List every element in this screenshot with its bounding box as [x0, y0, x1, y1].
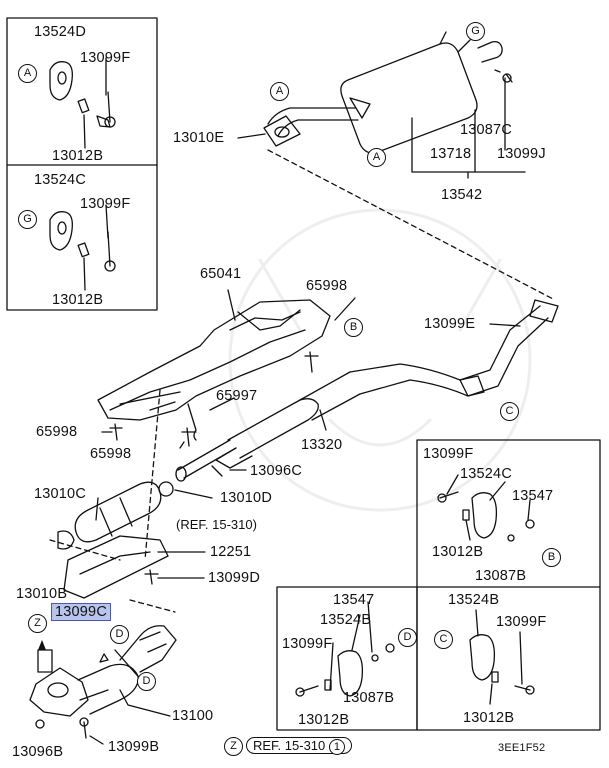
marker-a-muffler-bottom: A [367, 148, 386, 167]
marker-a-inset: A [18, 64, 37, 83]
marker-z-footer: Z [224, 737, 243, 756]
label-13010e: 13010E [173, 130, 225, 146]
label-13524c-b: 13524C [460, 466, 512, 482]
marker-b-inset: B [542, 548, 561, 567]
marker-c-inset: C [434, 630, 453, 649]
label-13096b: 13096B [12, 744, 64, 760]
marker-c-pipe: C [500, 402, 519, 421]
marker-g-muffler: G [466, 22, 485, 41]
label-13524b-c: 13524B [448, 592, 500, 608]
label-13320: 13320 [301, 437, 343, 453]
marker-d-upper: D [110, 625, 129, 644]
label-13012b-c: 13012B [463, 710, 515, 726]
inset-box-middle [276, 586, 418, 731]
label-13524b-d: 13524B [320, 612, 372, 628]
ref-15-310: (REF. 15-310) [176, 517, 257, 532]
label-65041: 65041 [200, 266, 242, 282]
label-13087b-b: 13087B [475, 568, 527, 584]
label-13100: 13100 [172, 708, 214, 724]
label-13087b-d: 13087B [343, 690, 395, 706]
label-13542: 13542 [441, 187, 483, 203]
label-13099b: 13099B [108, 739, 160, 755]
label-13099f-g: 13099F [80, 196, 131, 212]
label-13087c: 13087C [460, 122, 512, 138]
label-13718: 13718 [430, 146, 472, 162]
label-13099f-c: 13099F [496, 614, 547, 630]
label-13012b-g: 13012B [52, 292, 104, 308]
marker-g-inset: G [18, 210, 37, 229]
label-65998-side: 65998 [36, 424, 78, 440]
label-13096c: 13096C [250, 463, 302, 479]
label-13012b-a: 13012B [52, 148, 104, 164]
label-13099j: 13099J [497, 146, 546, 162]
label-13099f-d: 13099F [282, 636, 333, 652]
label-65998-upper: 65998 [306, 278, 348, 294]
inset-box-right [416, 439, 601, 731]
diagram-code: 3EE1F52 [498, 742, 546, 754]
label-13010b: 13010B [16, 586, 68, 602]
marker-d-inset: D [398, 628, 417, 647]
label-13547-d: 13547 [333, 592, 375, 608]
inset-box-left [6, 17, 158, 311]
label-13524d: 13524D [34, 24, 86, 40]
label-13012b-d: 13012B [298, 712, 350, 728]
label-13099c-highlighted[interactable]: 13099C [51, 603, 111, 621]
footer-ref-number: 1 [328, 739, 345, 755]
label-65997: 65997 [216, 388, 258, 404]
label-13012b-b: 13012B [432, 544, 484, 560]
footer-ref-text: REF. 15-310 [253, 738, 326, 753]
marker-d-lower: D [137, 672, 156, 691]
label-13010c: 13010C [34, 486, 86, 502]
label-65998-lower: 65998 [90, 446, 132, 462]
label-13099f-b: 13099F [423, 446, 474, 462]
label-13099f-a: 13099F [80, 50, 131, 66]
label-13524c-g: 13524C [34, 172, 86, 188]
marker-z-top: Z [28, 614, 47, 633]
label-13547-b: 13547 [512, 488, 554, 504]
footer-ref-box: REF. 15-310 1 [246, 737, 352, 755]
marker-b-pipe: B [344, 318, 363, 337]
label-13099e: 13099E [424, 316, 476, 332]
label-13099d: 13099D [208, 570, 260, 586]
label-12251: 12251 [210, 544, 252, 560]
marker-a-muffler-left: A [270, 82, 289, 101]
label-13010d: 13010D [220, 490, 272, 506]
